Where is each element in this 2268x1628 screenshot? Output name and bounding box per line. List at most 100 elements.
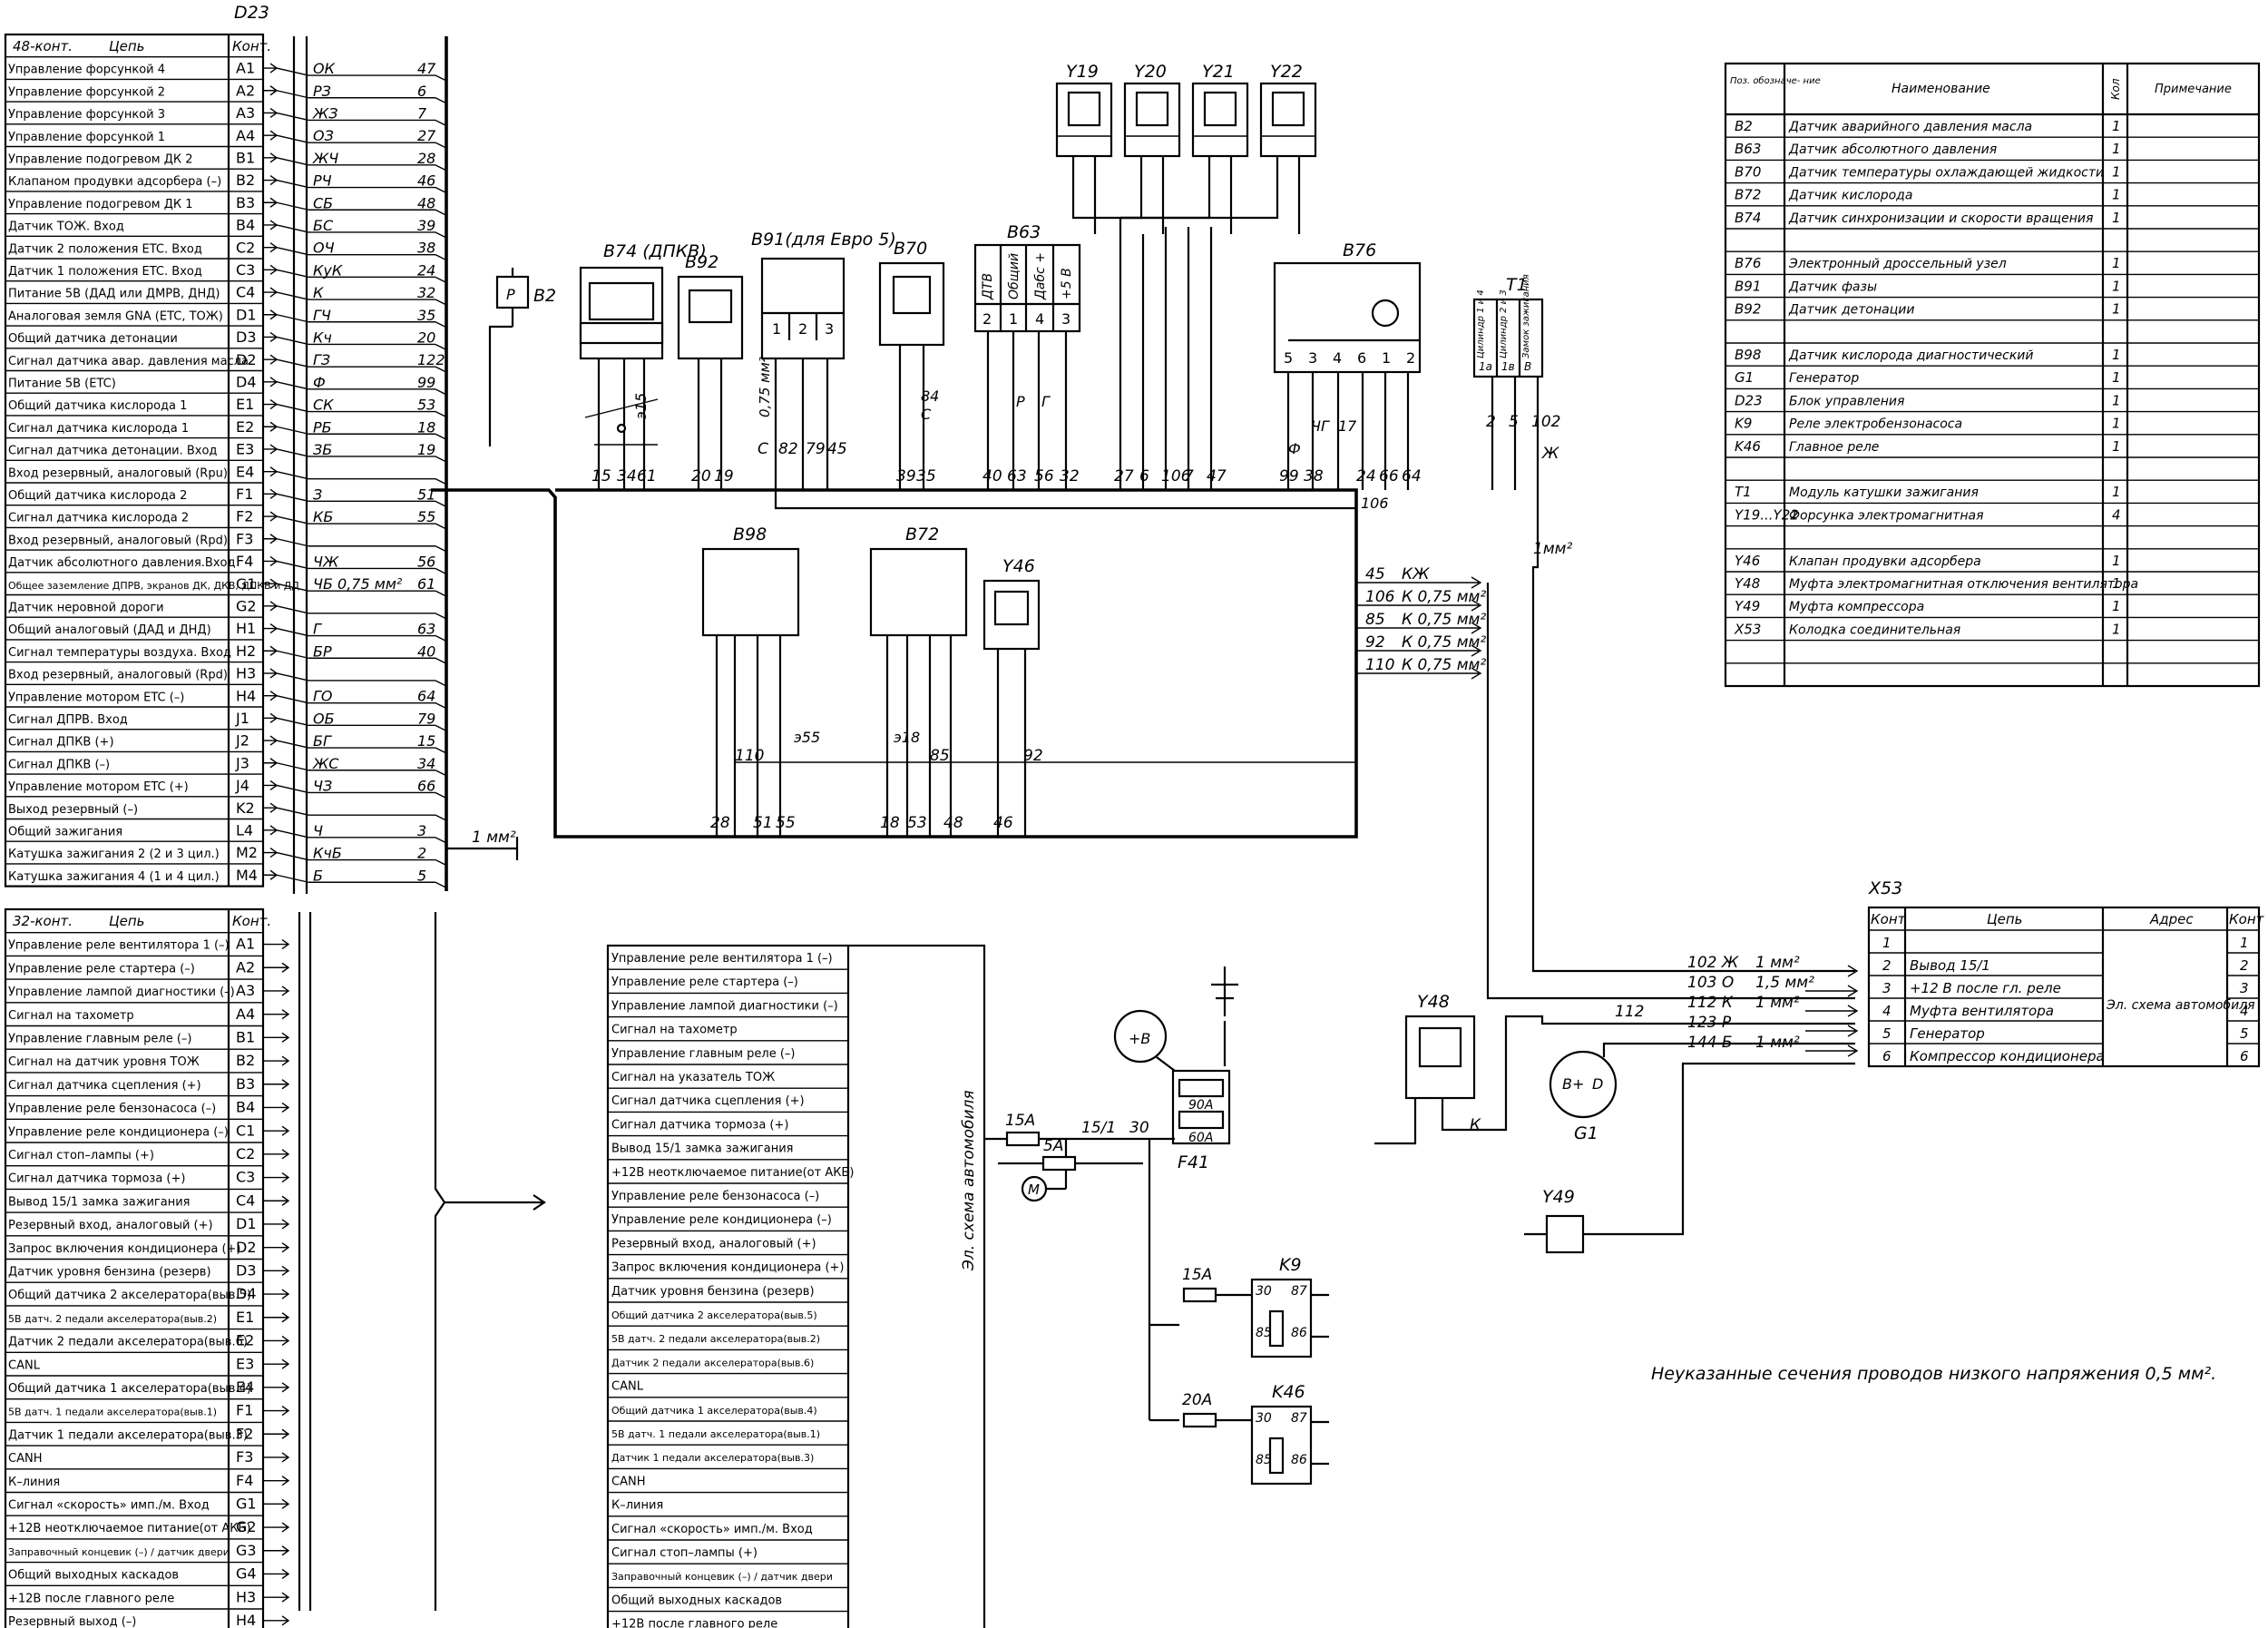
- parts-name: Датчик кислорода диагностический: [1788, 348, 2034, 363]
- parts-head-qty: Кол: [2109, 78, 2122, 100]
- parts-pos: D23: [1735, 392, 1763, 408]
- wire-num-w_bot: 55: [776, 814, 796, 832]
- mid-row: Резервный вход, аналоговый (+): [611, 1237, 816, 1250]
- t1-label: T1: [1506, 275, 1528, 295]
- b76-throttle: B76: [1273, 240, 1422, 490]
- d23-row-code: БГ: [313, 732, 332, 750]
- mid-table: Управление реле вентилятора 1 (–)Управле…: [606, 944, 986, 1628]
- d23-row-num: 63: [417, 621, 435, 638]
- b63-label: B63: [1007, 222, 1041, 242]
- mid-row: Управление лампой диагностики (–): [611, 999, 838, 1013]
- wire-num-w_b63: 63: [1007, 467, 1027, 485]
- y20-label: Y20: [1134, 62, 1167, 82]
- motor-label: М: [1028, 1182, 1040, 1198]
- d23-32-row-pin: E4: [236, 1378, 254, 1396]
- k9-30: 30: [1256, 1284, 1272, 1299]
- d23-row-label: Сигнал температуры воздуха. Вход: [8, 646, 231, 660]
- parts-qty: 1: [2112, 369, 2121, 386]
- d23-row-code: З: [313, 485, 322, 503]
- d23-32-row-pin: G2: [236, 1518, 257, 1535]
- d23-32-row-label: 5В датч. 1 педали акселератора(выв.1): [8, 1407, 217, 1418]
- d23-32-row-pin: E2: [236, 1332, 254, 1349]
- x53-head-chain: Цепь: [1987, 911, 2023, 927]
- wire-num-w_b91: 82: [778, 440, 798, 458]
- wire-num-w_bot: 53: [907, 814, 927, 832]
- d23-row-code: БС: [313, 217, 334, 234]
- parts-qty: 1: [2112, 301, 2121, 318]
- d23-row-num: 122: [417, 351, 445, 368]
- d23-row-num: 48: [417, 194, 435, 211]
- d23-32-row-label: Управление реле стартера (–): [8, 962, 195, 976]
- parts-name: Датчик кислорода: [1788, 189, 1912, 203]
- b91-pin-num: 3: [825, 320, 834, 338]
- d23-row-pin: D2: [236, 351, 257, 368]
- b63-pin-num: 1: [1009, 310, 1018, 328]
- d23-row-pin: F1: [236, 485, 253, 503]
- d23-row-pin: B2: [236, 172, 255, 189]
- d23-row-label: Общий зажигания: [8, 826, 122, 839]
- d23-row-label: Общий датчика кислорода 2: [8, 489, 187, 503]
- power-section: +В 90А 60А F41 15А 5А 15/1 30 М 15А 20А: [984, 966, 1252, 1428]
- parts-name: Электронный дроссельный узел: [1788, 257, 2007, 271]
- d23-row-num: 3: [417, 822, 426, 839]
- parts-pos: B91: [1735, 278, 1761, 294]
- wire-num-w_b76: 38: [1304, 467, 1324, 485]
- wire-num-w_bot: 51: [753, 814, 773, 832]
- d23-row-code: РЗ: [313, 83, 331, 100]
- b72-sensor: B72: [869, 525, 968, 837]
- wire-num-w_b76: 66: [1379, 467, 1399, 485]
- k9-86: 86: [1291, 1326, 1307, 1340]
- d23-32-row-pin: B3: [236, 1075, 255, 1093]
- parts-pos: T1: [1735, 484, 1752, 500]
- parts-pos: B92: [1735, 301, 1761, 318]
- x53-k: 4: [1882, 1003, 1892, 1019]
- b91-pin-num: 2: [798, 320, 807, 338]
- label-e18: э18: [894, 729, 920, 746]
- mid-row: 5В датч. 2 педали акселератора(выв.2): [611, 1333, 820, 1345]
- x53-k: 1: [1882, 935, 1892, 951]
- d23-32-row-pin: E1: [236, 1309, 254, 1326]
- d23-row-label: Управление форсункой 4: [8, 64, 165, 77]
- b2-sensor: P B2: [488, 268, 556, 446]
- mid-row: Запрос включения кондиционера (+): [611, 1261, 845, 1275]
- d23-row-num: 99: [417, 374, 435, 391]
- wire-num-w_mid: 85: [930, 747, 950, 765]
- d23-row-num: 66: [417, 777, 435, 794]
- d23-row-num: 46: [417, 172, 435, 190]
- b98-sensor: B98: [701, 525, 800, 837]
- d23-row-num: 79: [417, 710, 435, 727]
- x53-title: X53: [1868, 878, 1902, 898]
- wire-num-w_b70: 35: [916, 467, 936, 485]
- wire-151-label: 15/1: [1081, 1119, 1116, 1137]
- d23-row-num: 53: [417, 397, 435, 414]
- wire-num-w_b91: 79: [806, 440, 826, 458]
- mid-row: Управление реле бензонасоса (–): [611, 1190, 819, 1203]
- label-e15: э15: [632, 393, 650, 419]
- d23-row-num: 56: [417, 553, 435, 570]
- fuse-20a-label: 20А: [1182, 1391, 1212, 1409]
- head32-chain: Цепь: [109, 913, 145, 929]
- d23-row-pin: G1: [236, 575, 257, 593]
- f41-label: F41: [1178, 1152, 1209, 1172]
- y49-clutch: Y49: [1524, 1062, 1855, 1254]
- x53-k: 3: [1882, 980, 1892, 996]
- parts-qty: 1: [2112, 347, 2121, 363]
- d23-row-pin: H2: [236, 642, 256, 660]
- parts-pos: B74: [1735, 210, 1761, 226]
- b63-pin-label: ДТВ: [981, 273, 995, 300]
- d23-32-row-label: CANH: [8, 1452, 42, 1466]
- g1-d: D: [1592, 1075, 1603, 1093]
- parts-name: Датчик абсолютного давления: [1788, 142, 1997, 157]
- d23-row-code: БР: [313, 642, 332, 660]
- d23-32-row-pin: C1: [236, 1122, 255, 1139]
- y22-label: Y22: [1270, 62, 1303, 82]
- d23-row-code: КуК: [313, 261, 343, 279]
- d23-row-label: Управление подогревом ДК 2: [8, 153, 193, 167]
- x53-k: 5: [1882, 1025, 1892, 1042]
- fuse-15a2-label: 15А: [1182, 1266, 1212, 1284]
- d23-32-row-label: Управление главным реле (–): [8, 1033, 192, 1046]
